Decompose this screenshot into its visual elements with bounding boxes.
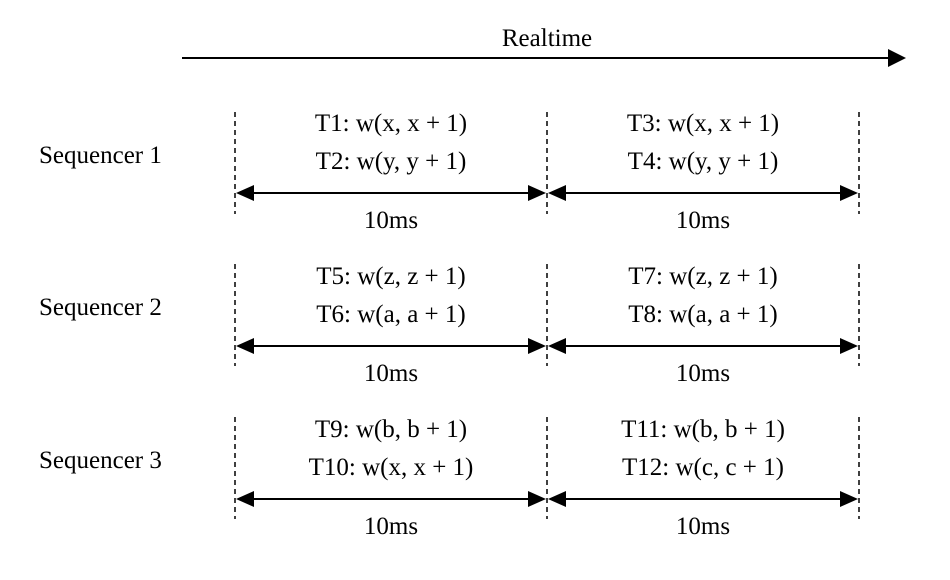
- realtime-arrowhead-icon: [888, 49, 906, 67]
- duration-arrow: [236, 491, 546, 507]
- sequencer-row-1: Sequencer 1 T1: w(x, x + 1) T2: w(y, y +…: [39, 110, 860, 234]
- duration-label: 10ms: [676, 207, 730, 234]
- transaction-label: T12: w(c, c + 1): [622, 454, 784, 481]
- duration-label: 10ms: [364, 360, 418, 387]
- sequencer-row-2: Sequencer 2 T5: w(z, z + 1) T6: w(a, a +…: [39, 263, 860, 387]
- transaction-label: T6: w(a, a + 1): [316, 301, 465, 328]
- transaction-label: T1: w(x, x + 1): [315, 110, 467, 137]
- transaction-label: T3: w(x, x + 1): [627, 110, 779, 137]
- sequencer-row-3: Sequencer 3 T9: w(b, b + 1) T10: w(x, x …: [39, 416, 860, 540]
- duration-arrow: [548, 491, 858, 507]
- duration-label: 10ms: [364, 513, 418, 540]
- transaction-label: T2: w(y, y + 1): [316, 148, 467, 175]
- transaction-label: T9: w(b, b + 1): [315, 416, 467, 443]
- transaction-label: T5: w(z, z + 1): [316, 263, 465, 290]
- sequencer-label: Sequencer 2: [39, 294, 162, 321]
- duration-label: 10ms: [364, 207, 418, 234]
- duration-arrow: [236, 185, 546, 201]
- transaction-label: T7: w(z, z + 1): [628, 263, 777, 290]
- duration-arrow: [548, 185, 858, 201]
- transaction-label: T4: w(y, y + 1): [628, 148, 779, 175]
- sequencer-label: Sequencer 3: [39, 447, 162, 474]
- duration-arrow: [548, 338, 858, 354]
- duration-label: 10ms: [676, 513, 730, 540]
- transaction-label: T8: w(a, a + 1): [628, 301, 777, 328]
- transaction-label: T11: w(b, b + 1): [621, 416, 785, 443]
- transaction-label: T10: w(x, x + 1): [309, 454, 474, 481]
- realtime-axis: Realtime: [182, 25, 906, 67]
- duration-arrow: [236, 338, 546, 354]
- sequencer-label: Sequencer 1: [39, 142, 162, 169]
- realtime-label: Realtime: [502, 25, 592, 52]
- duration-label: 10ms: [676, 360, 730, 387]
